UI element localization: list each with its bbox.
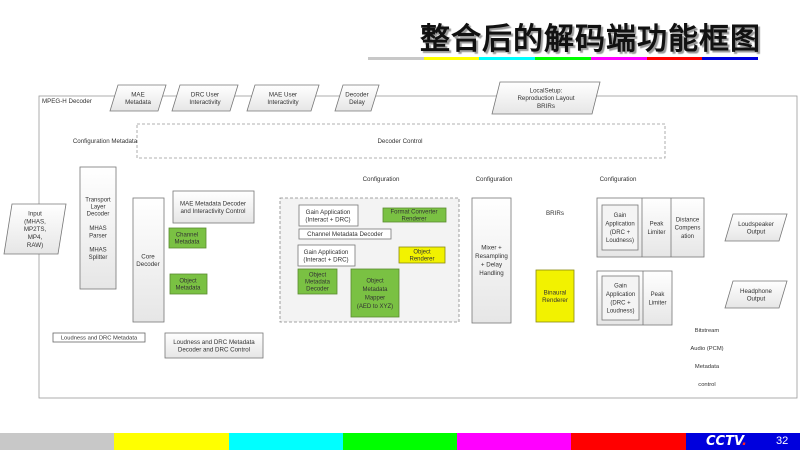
gain-application-2-label: Gain Application(Interact + DRC): [303, 249, 349, 264]
bottombar-segment: [228, 433, 343, 450]
legend-label-bitstream: Bitstream: [695, 328, 720, 334]
bottombar-segment: [685, 433, 800, 450]
legend-label-control: control: [698, 382, 715, 388]
topbar-segment: [646, 57, 703, 60]
topbar-segment: [479, 57, 536, 60]
decoder-delay-input: [334, 84, 380, 112]
page-number: 32: [776, 435, 789, 447]
bottombar-segment: [0, 433, 115, 450]
cctv-logo: CCTV.: [706, 433, 747, 450]
bottombar-segment: [457, 433, 572, 450]
loudspeaker-output: [724, 213, 788, 242]
topbar-segment: [368, 57, 424, 60]
format-converter-renderer: [382, 207, 447, 223]
bottombar-segment: [571, 433, 686, 450]
object-metadata-mapper: [350, 268, 400, 318]
configuration-label-3: Configuration: [600, 176, 637, 183]
mixer-resampling-delay: [471, 197, 512, 324]
gain-application-1-label: Gain Application(Interact + DRC): [305, 209, 351, 224]
legend-label-audio: Audio (PCM): [690, 346, 723, 352]
legend-label-metadata: Metadata: [695, 364, 720, 370]
channel-metadata: [168, 227, 207, 249]
decoder-control-box: [136, 123, 666, 159]
configuration-metadata-label: Configuration Metadata: [73, 138, 138, 145]
topbar-segment: [423, 57, 480, 60]
drc-user-interactivity-input: [171, 84, 239, 112]
bottombar-segment: [114, 433, 229, 450]
object-renderer: [398, 246, 446, 264]
configuration-label-1: Configuration: [363, 176, 400, 183]
decoder-control-label: Decoder Control: [377, 138, 422, 145]
mae-metadata-decoder: [172, 190, 255, 224]
object-metadata-decoder: [297, 268, 338, 295]
topbar-segment: [702, 57, 759, 60]
logo-dot: .: [742, 434, 747, 449]
loudness-drc-metadata-tag: [52, 332, 146, 343]
configuration-label-2: Configuration: [476, 176, 513, 183]
footer-color-stripe: [0, 433, 800, 450]
container-label: MPEG-H Decoder: [42, 98, 92, 105]
object-metadata: [169, 273, 208, 295]
brirs-label: BRIRs: [546, 210, 564, 217]
title-color-stripe: [368, 57, 759, 60]
logo-text: CCTV: [706, 434, 742, 449]
topbar-segment: [535, 57, 591, 60]
topbar-segment: [590, 57, 647, 60]
gain-application-1: [298, 204, 359, 227]
transport-layer-decoder: [79, 166, 117, 290]
gain-application-2: [297, 244, 356, 267]
binaural-renderer: [535, 269, 575, 323]
mae-user-interactivity-input: [246, 84, 320, 112]
gain-loudness-2: [601, 275, 640, 321]
channel-metadata-decoder: [298, 228, 392, 240]
headphone-output: [724, 280, 788, 309]
loudness-drc-decoder: [164, 332, 264, 359]
stream-input-label: Input(MHAS,MP2TS,MP4,RAW): [24, 211, 47, 249]
core-decoder: [132, 197, 165, 323]
slide-title: 整合后的解码端功能框图: [420, 22, 761, 57]
channel-metadata-decoder-label: Channel Metadata Decoder: [307, 231, 383, 238]
stream-input: [3, 203, 67, 255]
loudness-drc-metadata-tag-label: Loudness and DRC Metadata: [61, 336, 138, 342]
bottombar-segment: [342, 433, 458, 450]
gain-loudness-1: [601, 204, 639, 251]
mae-metadata-input: [109, 84, 167, 112]
local-setup-input: [491, 81, 601, 115]
